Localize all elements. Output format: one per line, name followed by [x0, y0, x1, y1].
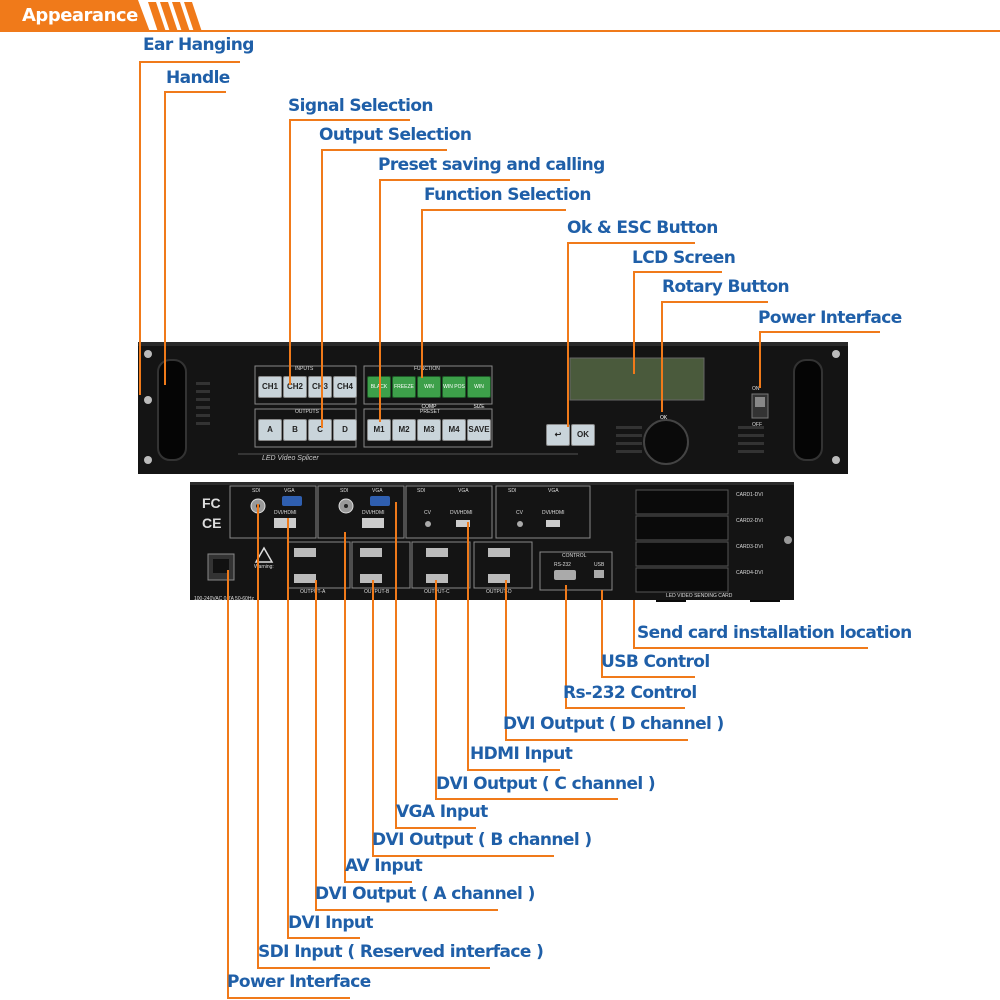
label-dvi-c: DVI Output ( C channel ) — [436, 774, 656, 794]
preset-m4-button[interactable]: M4 — [442, 419, 466, 441]
banner-shape — [0, 0, 1000, 32]
output-c-button[interactable]: C — [308, 419, 332, 441]
vga-label-4: VGA — [548, 488, 559, 494]
label-ear-hanging: Ear Hanging — [143, 35, 254, 55]
rs232-label: RS-232 — [554, 562, 571, 568]
page-title: Appearance — [22, 5, 138, 26]
function-freeze-button[interactable]: FREEZE — [392, 376, 416, 398]
cv-label-3: CV — [424, 510, 431, 516]
dvi-hdmi-label-4: DVI/HDMI — [542, 510, 565, 516]
label-function-selection: Function Selection — [424, 185, 591, 205]
label-usb: USB Control — [601, 652, 710, 672]
sending-card-label: LED VIDEO SENDING CARD — [666, 593, 733, 599]
preset-save-button[interactable]: SAVE — [467, 419, 491, 441]
front-panel-body — [138, 342, 848, 474]
label-dvi-in: DVI Input — [288, 913, 374, 933]
esc-button[interactable]: ↩ — [546, 424, 570, 446]
label-preset: Preset saving and calling — [378, 155, 605, 175]
sdi-label-4: SDI — [508, 488, 517, 494]
vga-label-3: VGA — [458, 488, 469, 494]
label-ok-esc: Ok & ESC Button — [567, 218, 718, 238]
preset-m2-button[interactable]: M2 — [392, 419, 416, 441]
label-vga: VGA Input — [396, 802, 488, 822]
model-name: LED Video Splicer — [262, 455, 319, 462]
label-dvi-a: DVI Output ( A channel ) — [315, 884, 535, 904]
power-off-label: OFF — [752, 422, 762, 428]
control-label: CONTROL — [562, 553, 587, 559]
label-power-bottom: Power Interface — [227, 972, 371, 992]
card1-label: CARD1-DVI — [736, 492, 763, 498]
label-dvi-d: DVI Output ( D channel ) — [503, 714, 724, 734]
cv-label-4: CV — [516, 510, 523, 516]
input-ch3-button[interactable]: CH3 — [308, 376, 332, 398]
card2-label: CARD2-DVI — [736, 518, 763, 524]
card4-label: CARD4-DVI — [736, 570, 763, 576]
preset-m1-button[interactable]: M1 — [367, 419, 391, 441]
function-win-comp-button[interactable]: WIN COMP — [417, 376, 441, 410]
ok-button[interactable]: OK — [571, 424, 595, 446]
label-send-card: Send card installation location — [637, 623, 912, 643]
power-on-label: ON — [752, 386, 760, 392]
sdi-label-1: SDI — [252, 488, 261, 494]
function-group-label: FUNCTION — [414, 366, 440, 372]
function-win-pos-button[interactable]: WIN POS — [442, 376, 466, 398]
output-b-button[interactable]: B — [283, 419, 307, 441]
output-d-label: OUTPUT-D — [486, 589, 512, 595]
label-dvi-b: DVI Output ( B channel ) — [372, 830, 592, 850]
vga-label-1: VGA — [284, 488, 295, 494]
label-hdmi: HDMI Input — [470, 744, 573, 764]
label-handle: Handle — [166, 68, 230, 88]
front-panel: INPUTS OUTPUTS FUNCTION PRESET CH1 CH2 C… — [138, 342, 848, 474]
preset-group-label: PRESET — [420, 409, 440, 415]
output-a-button[interactable]: A — [258, 419, 282, 441]
dvi-hdmi-label-2: DVI/HDMI — [362, 510, 385, 516]
input-ch4-button[interactable]: CH4 — [333, 376, 357, 398]
warning-label: Warning: — [254, 564, 274, 570]
output-d-button[interactable]: D — [333, 419, 357, 441]
sdi-label-3: SDI — [417, 488, 426, 494]
label-power-top: Power Interface — [758, 308, 902, 328]
label-sdi: SDI Input ( Reserved interface ) — [258, 942, 544, 962]
inputs-group-label: INPUTS — [295, 366, 314, 372]
svg-text:CE: CE — [202, 515, 221, 531]
power-spec-label: 100-240VAC 0.7A 50-60Hz — [194, 596, 254, 602]
vga-label-2: VGA — [372, 488, 383, 494]
function-win-size-button[interactable]: WIN SIZE — [467, 376, 491, 410]
header-banner: Appearance — [0, 0, 1000, 32]
output-b-label: OUTPUT-B — [364, 589, 390, 595]
label-rs232: Rs-232 Control — [563, 683, 697, 703]
knob-label: OK — [660, 415, 668, 421]
outputs-group-label: OUTPUTS — [295, 409, 319, 415]
dvi-hdmi-label-1: DVI/HDMI — [274, 510, 297, 516]
svg-text:FC: FC — [202, 495, 221, 511]
label-av: AV Input — [345, 856, 423, 876]
label-lcd: LCD Screen — [632, 248, 736, 268]
card3-label: CARD3-DVI — [736, 544, 763, 550]
back-arrow-icon: ↩ — [554, 430, 562, 439]
output-a-label: OUTPUT-A — [300, 589, 326, 595]
label-rotary: Rotary Button — [662, 277, 790, 297]
label-output-selection: Output Selection — [319, 125, 472, 145]
usb-port-label: USB — [594, 562, 605, 568]
dvi-hdmi-label-3: DVI/HDMI — [450, 510, 473, 516]
label-signal-selection: Signal Selection — [288, 96, 434, 116]
preset-m3-button[interactable]: M3 — [417, 419, 441, 441]
input-ch1-button[interactable]: CH1 — [258, 376, 282, 398]
sdi-label-2: SDI — [340, 488, 349, 494]
